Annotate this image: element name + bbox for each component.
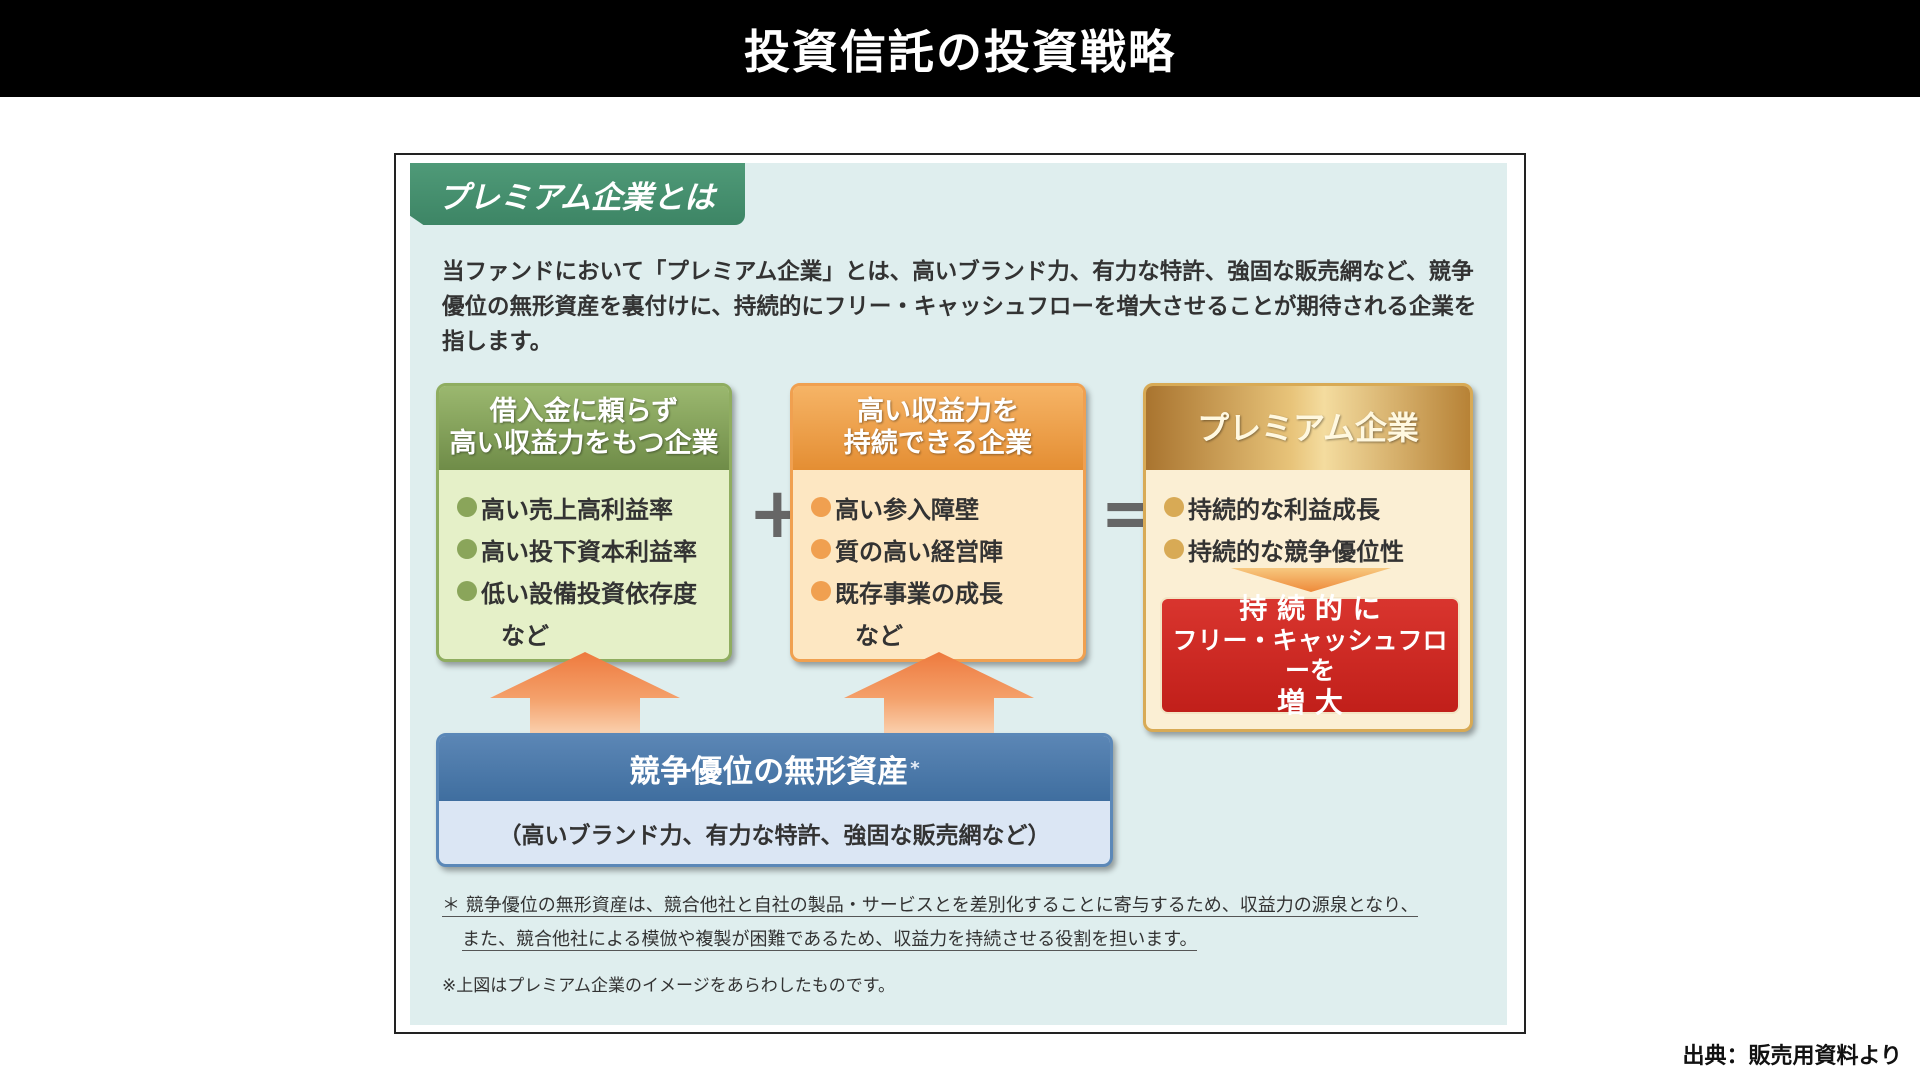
list-item: 質の高い経営陣 xyxy=(811,528,1083,570)
box-intangible-head-label: 競争優位の無形資産 xyxy=(629,754,909,790)
list-item: 高い売上高利益率 xyxy=(457,486,729,528)
diagram-panel: プレミアム企業とは 当ファンドにおいて「プレミアム企業」とは、高いブランド力、有… xyxy=(410,163,1507,1025)
bullet-dot-icon xyxy=(457,497,477,517)
list-item-label: 質の高い経営陣 xyxy=(835,537,1003,566)
list-item: 既存事業の成長 xyxy=(811,570,1083,612)
list-item-label: 低い設備投資依存度 xyxy=(481,579,697,608)
box-right-head: プレミアム企業 xyxy=(1146,386,1470,470)
down-arrow-icon xyxy=(1231,568,1391,592)
box-middle-head-line2: 持続できる企業 xyxy=(843,428,1033,459)
source-credit: 出典：販売用資料より xyxy=(1682,1044,1902,1069)
bullet-dot-icon xyxy=(1164,497,1184,517)
list-item: 持続的な競争優位性 xyxy=(1164,528,1470,570)
box-middle-body: 高い参入障壁 質の高い経営陣 既存事業の成長 など xyxy=(793,470,1083,654)
list-item: 高い投下資本利益率 xyxy=(457,528,729,570)
footnote-line1: ＊ 競争優位の無形資産は、競合他社と自社の製品・サービスとを差別化することに寄与… xyxy=(442,895,1419,917)
up-arrow-shaft xyxy=(884,698,994,738)
title-bar: 投資信託の投資戦略 xyxy=(0,0,1920,97)
list-etc: など xyxy=(501,621,549,650)
up-arrow-shaft xyxy=(530,698,640,738)
box-premium-company: プレミアム企業 持続的な利益成長 持続的な競争優位性 持 続 的 に フリー・キ… xyxy=(1143,383,1473,732)
section-tab-label: プレミアム企業とは xyxy=(438,179,715,216)
bullet-dot-icon xyxy=(811,539,831,559)
list-item-label: 高い投下資本利益率 xyxy=(481,537,697,566)
bullet-dot-icon xyxy=(1164,539,1184,559)
up-arrow-middle-icon xyxy=(844,652,1034,738)
box-middle-head-line1: 高い収益力を xyxy=(857,396,1019,427)
list-item: 持続的な利益成長 xyxy=(1164,486,1470,528)
up-arrow-head xyxy=(490,652,680,698)
up-arrow-head xyxy=(844,652,1034,698)
box-intangible-assets: 競争優位の無形資産* （高いブランド力、有力な特許、強固な販売網など） xyxy=(436,733,1113,867)
box-left-body: 高い売上高利益率 高い投下資本利益率 低い設備投資依存度 など xyxy=(439,470,729,654)
footnote: ＊ 競争優位の無形資産は、競合他社と自社の製品・サービスとを差別化することに寄与… xyxy=(442,889,1492,957)
list-item: 高い参入障壁 xyxy=(811,486,1083,528)
box-right-body: 持続的な利益成長 持続的な競争優位性 xyxy=(1146,470,1470,570)
box-debt-free-profitability: 借入金に頼らず 高い収益力をもつ企業 高い売上高利益率 高い投下資本利益率 低い… xyxy=(436,383,732,662)
page-title: 投資信託の投資戦略 xyxy=(744,24,1176,79)
image-note: ※上図はプレミアム企業のイメージをあらわしたものです。 xyxy=(442,976,896,996)
footnote-line2: また、競合他社による模倣や複製が困難であるため、収益力を持続させる役割を担います… xyxy=(462,929,1198,951)
section-tab: プレミアム企業とは xyxy=(410,163,745,225)
box-intangible-head: 競争優位の無形資産* xyxy=(439,736,1110,801)
result-line1: 持 続 的 に xyxy=(1239,591,1381,625)
box-left-head: 借入金に頼らず 高い収益力をもつ企業 xyxy=(439,386,729,470)
list-item-label: 高い売上高利益率 xyxy=(481,495,673,524)
result-line2: フリー・キャッシュフローを xyxy=(1172,625,1448,685)
box-left-head-line2: 高い収益力をもつ企業 xyxy=(449,428,719,459)
box-left-head-line1: 借入金に頼らず xyxy=(489,396,679,427)
bullet-dot-icon xyxy=(457,581,477,601)
list-item-label: 高い参入障壁 xyxy=(835,495,979,524)
list-item-label: 持続的な利益成長 xyxy=(1188,495,1380,524)
result-box: 持 続 的 に フリー・キャッシュフローを 増 大 xyxy=(1160,592,1460,719)
box-middle-head: 高い収益力を 持続できる企業 xyxy=(793,386,1083,470)
list-item-label: 持続的な競争優位性 xyxy=(1188,537,1404,566)
asterisk-mark: * xyxy=(910,758,920,779)
bullet-dot-icon xyxy=(811,497,831,517)
box-intangible-body: （高いブランド力、有力な特許、強固な販売網など） xyxy=(498,822,1051,849)
intro-text: 当ファンドにおいて「プレミアム企業」とは、高いブランド力、有力な特許、強固な販売… xyxy=(442,259,1477,355)
bullet-dot-icon xyxy=(457,539,477,559)
diagram-frame: プレミアム企業とは 当ファンドにおいて「プレミアム企業」とは、高いブランド力、有… xyxy=(394,153,1526,1034)
list-item: 低い設備投資依存度 xyxy=(457,570,729,612)
bullet-dot-icon xyxy=(811,581,831,601)
result-line3: 増 大 xyxy=(1277,685,1343,719)
list-etc: など xyxy=(855,621,903,650)
box-sustained-profitability: 高い収益力を 持続できる企業 高い参入障壁 質の高い経営陣 既存事業の成長 など xyxy=(790,383,1086,662)
list-item-label: 既存事業の成長 xyxy=(835,579,1003,608)
up-arrow-left-icon xyxy=(490,652,680,738)
